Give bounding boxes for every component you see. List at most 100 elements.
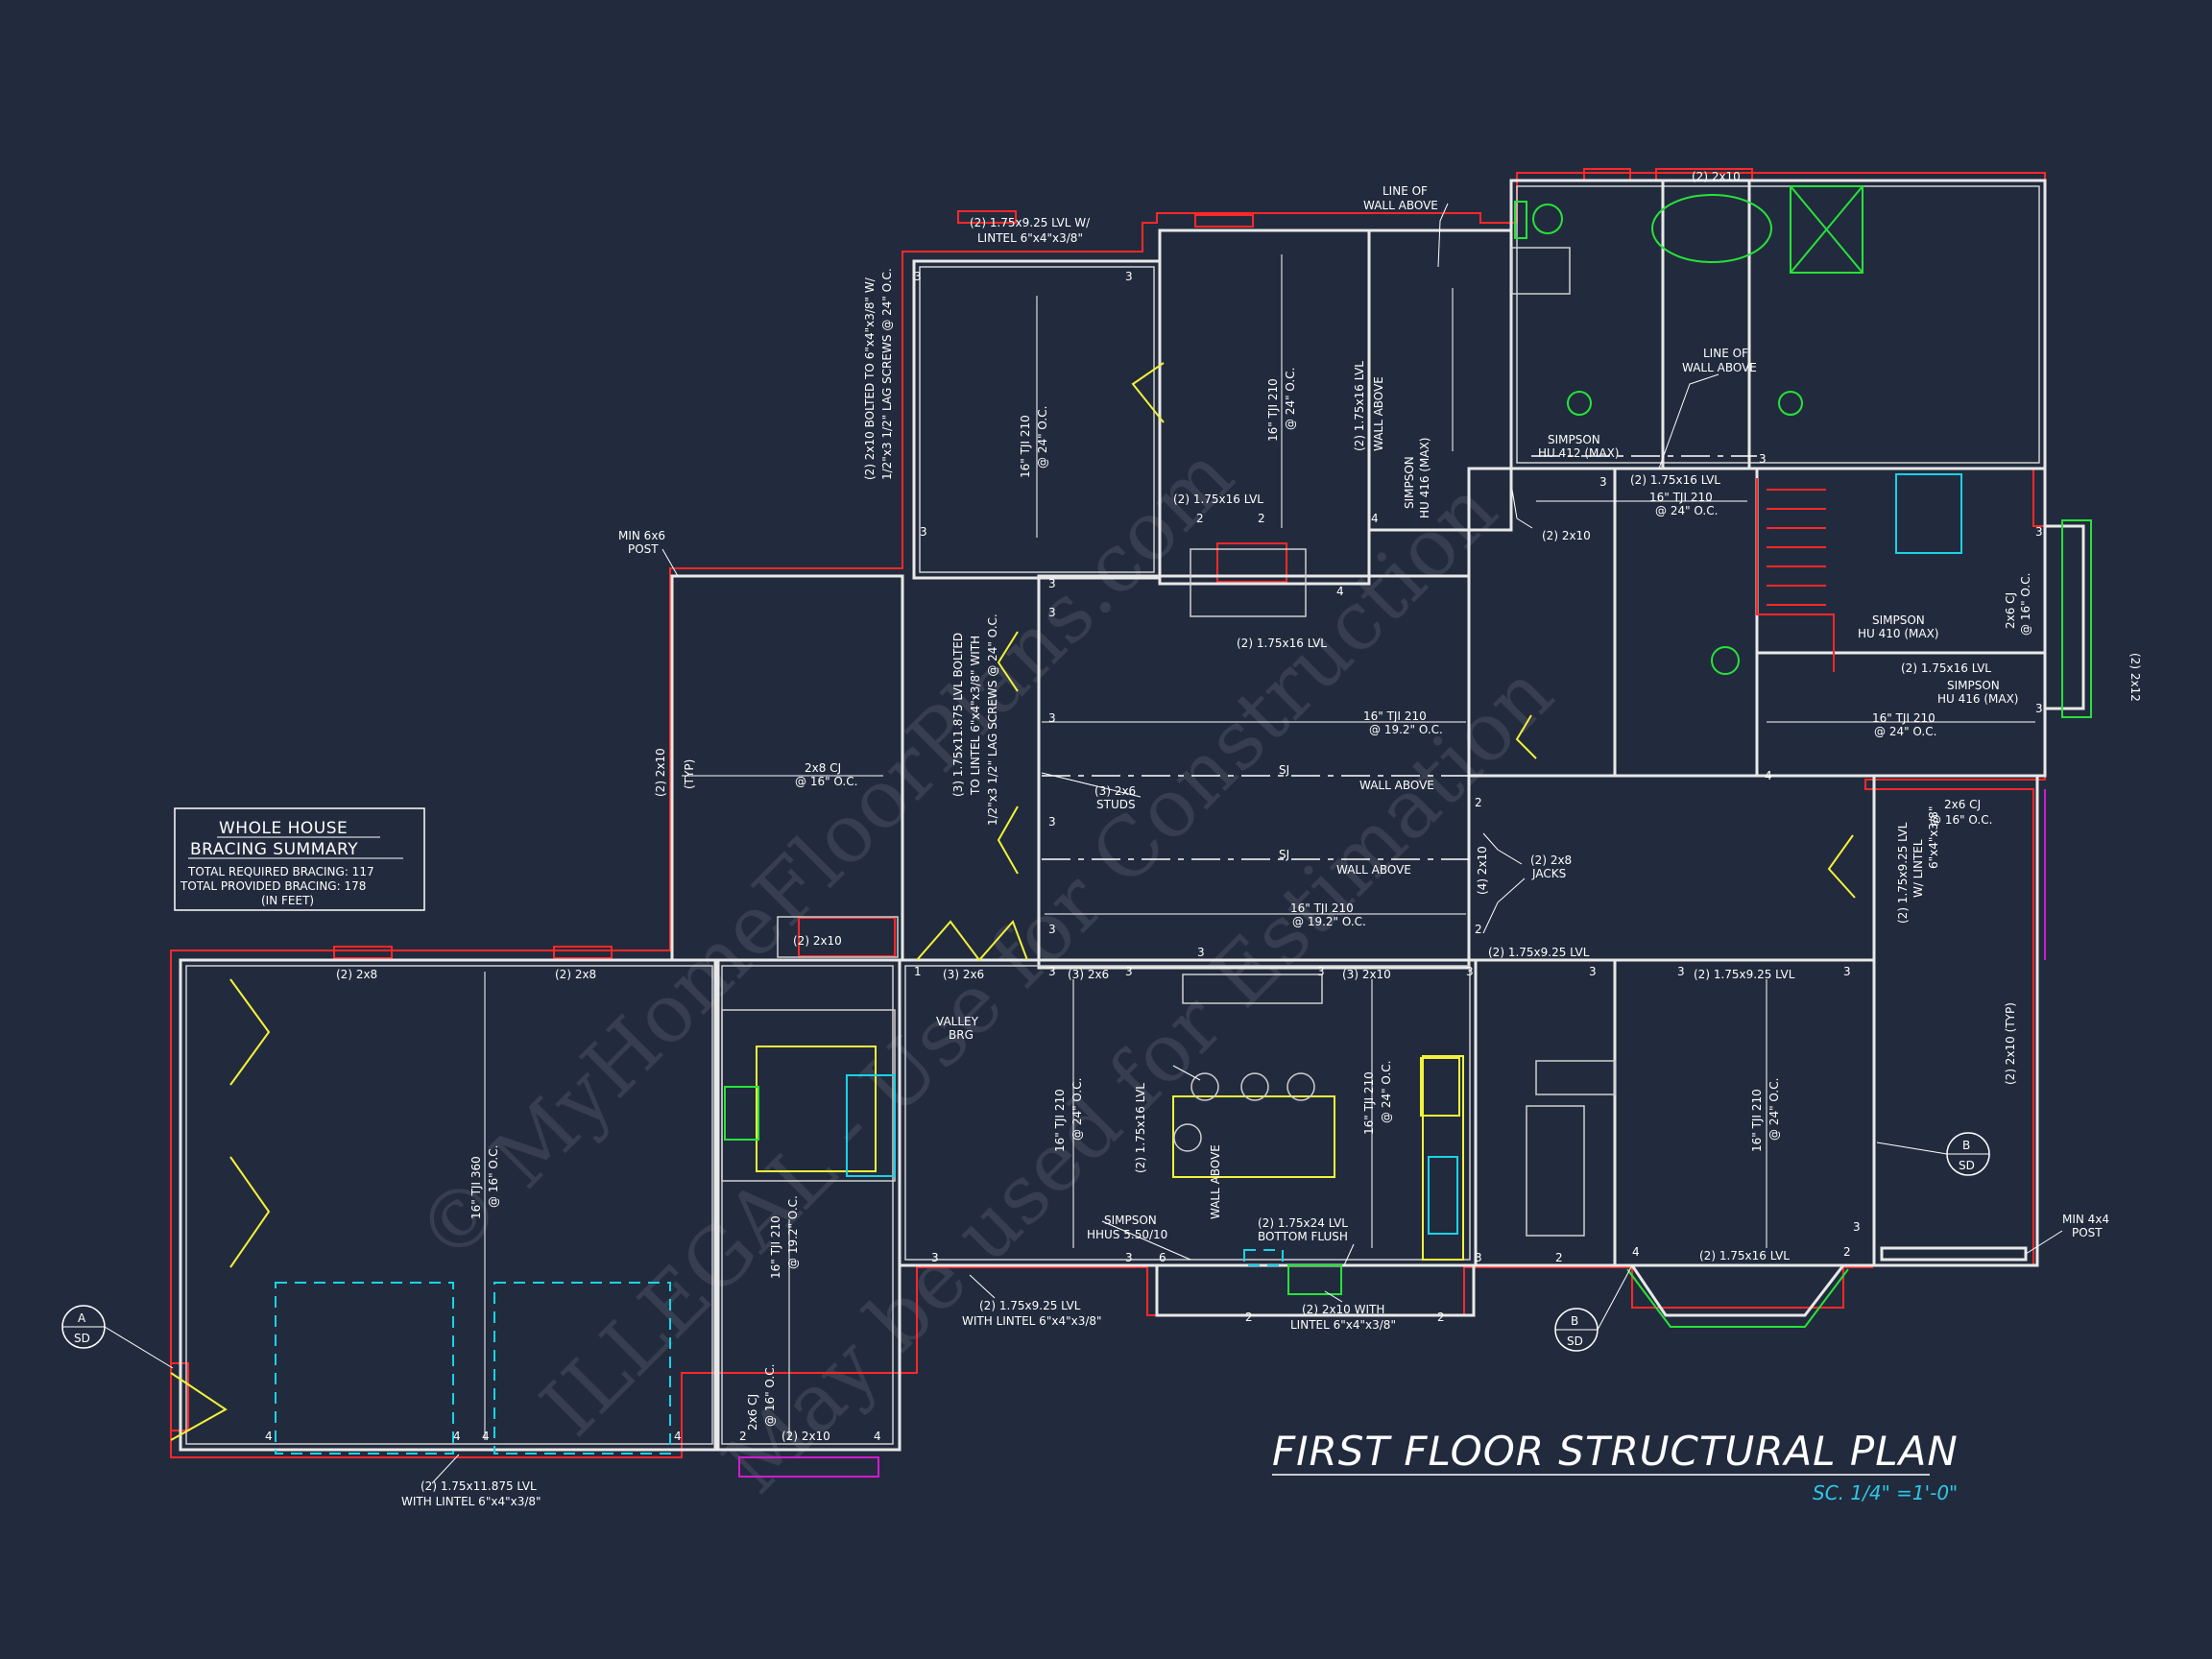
- plan-title: FIRST FLOOR STRUCTURAL PLAN: [1272, 1428, 1959, 1475]
- section-marker-b2-top: B: [1962, 1139, 1970, 1152]
- svg-text:3: 3: [1475, 1251, 1482, 1264]
- svg-text:2: 2: [1196, 512, 1204, 525]
- svg-text:4: 4: [1371, 512, 1379, 525]
- callout: 2x6 CJ: [746, 1394, 759, 1431]
- callout: (2) 1.75x9.25 LVL: [1694, 968, 1795, 981]
- svg-text:3: 3: [1048, 815, 1056, 829]
- section-marker-b2-bottom: SD: [1959, 1159, 1975, 1172]
- svg-text:2: 2: [1258, 512, 1265, 525]
- joist-lines: [484, 254, 2035, 1440]
- svg-text:4: 4: [1765, 769, 1772, 782]
- callout: W/ LINTEL: [1911, 839, 1925, 898]
- section-marker-a-top: A: [78, 1311, 86, 1325]
- svg-text:3: 3: [1048, 965, 1056, 978]
- callout: (2) 2x12: [2128, 653, 2142, 702]
- callout: (TYP): [683, 759, 696, 789]
- svg-text:2: 2: [1475, 796, 1482, 809]
- svg-text:3: 3: [2035, 702, 2043, 715]
- callout: (2) 1.75x16 LVL: [1630, 473, 1720, 487]
- callout: BOTTOM FLUSH: [1258, 1230, 1348, 1243]
- callout: @ 16" O.C.: [487, 1145, 500, 1208]
- callout: 6"x4"x3/8": [1927, 806, 1940, 869]
- svg-text:4: 4: [674, 1430, 682, 1443]
- svg-text:3: 3: [1048, 711, 1056, 725]
- callout: 16" TJI 210: [769, 1215, 782, 1279]
- callout: @ 24" O.C.: [1767, 1078, 1781, 1141]
- svg-text:2: 2: [739, 1430, 747, 1443]
- callout: 2x8 CJ: [805, 761, 841, 775]
- title-block: FIRST FLOOR STRUCTURAL PLAN SC. 1/4" =1'…: [1272, 1428, 1959, 1504]
- callout: (3) 2x6: [1068, 968, 1109, 981]
- callout: BRG: [949, 1028, 974, 1042]
- callout: 16" TJI 210: [1363, 709, 1427, 723]
- bracing-unit: (IN FEET): [261, 894, 314, 907]
- svg-text:3: 3: [1125, 1251, 1133, 1264]
- callout: @ 16" O.C.: [795, 775, 857, 788]
- callout: 1/2"x3 1/2" LAG SCREWS @ 24" O.C.: [986, 613, 999, 826]
- callout: (2) 2x8: [1530, 854, 1572, 867]
- leader-lines: [431, 203, 2063, 1484]
- callout: (3) 2x6: [943, 968, 984, 981]
- svg-text:3: 3: [1466, 965, 1474, 978]
- callout: (2) 1.75x9.25 LVL: [979, 1299, 1081, 1312]
- svg-text:3: 3: [1759, 452, 1767, 466]
- svg-text:2: 2: [1475, 923, 1482, 936]
- plan-scale: SC. 1/4" =1'-0": [1813, 1481, 1958, 1504]
- callout: LINTEL 6"x4"x3/8": [977, 231, 1083, 245]
- callout: (2) 2x10 (TYP): [2004, 1002, 2017, 1085]
- svg-text:3: 3: [914, 270, 922, 283]
- fixtures: [275, 185, 1962, 1455]
- callout: 16" TJI 210: [1872, 711, 1936, 725]
- svg-text:3: 3: [920, 525, 927, 539]
- svg-text:4: 4: [1336, 585, 1344, 598]
- callout: LINE OF: [1382, 184, 1428, 198]
- bracing-summary: WHOLE HOUSE BRACING SUMMARY TOTAL REQUIR…: [174, 807, 425, 911]
- callout: 16" TJI 210: [1649, 491, 1713, 504]
- svg-text:3: 3: [1048, 923, 1056, 936]
- callout: @ 16" O.C.: [2019, 573, 2032, 636]
- svg-text:2: 2: [1555, 1251, 1563, 1264]
- callout: (2) 2x10: [793, 934, 842, 948]
- bracing-provided: TOTAL PROVIDED BRACING: 178: [180, 879, 366, 893]
- callout: (2) 1.75x16 LVL: [1134, 1083, 1147, 1173]
- callout: WITH LINTEL 6"x4"x3/8": [962, 1314, 1102, 1328]
- svg-text:3: 3: [1599, 475, 1607, 489]
- callout: JACKS: [1531, 867, 1566, 880]
- callout: 16" TJI 210: [1053, 1089, 1067, 1152]
- callout: SIMPSON: [1104, 1214, 1157, 1227]
- callout: @ 16" O.C.: [1930, 813, 1992, 827]
- callout: 16" TJI 210: [1290, 902, 1354, 915]
- callout: 1/2"x3 1/2" LAG SCREWS @ 24" O.C.: [880, 268, 894, 480]
- svg-text:4: 4: [482, 1430, 490, 1443]
- callout: @ 24" O.C.: [1655, 504, 1718, 517]
- svg-text:3: 3: [1317, 965, 1325, 978]
- callout: WITH LINTEL 6"x4"x3/8": [401, 1495, 541, 1508]
- svg-text:2: 2: [1245, 1310, 1253, 1324]
- callout: @ 19.2" O.C.: [786, 1195, 800, 1269]
- callout: (2) 1.75x16 LVL: [1237, 637, 1327, 650]
- callout: 16" TJI 210: [1019, 415, 1032, 478]
- svg-text:3: 3: [1048, 577, 1056, 590]
- callout: HU 416 (MAX): [1418, 438, 1431, 519]
- callout: 16" TJI 210: [1266, 378, 1280, 442]
- callouts: (2) 1.75x9.25 LVL W/ LINTEL 6"x4"x3/8" L…: [336, 170, 2142, 1508]
- callout: WALL ABOVE: [1359, 779, 1434, 792]
- callout: SIMPSON: [1548, 433, 1600, 446]
- callout: WALL ABOVE: [1363, 199, 1438, 212]
- callout: SIMPSON: [1403, 456, 1416, 509]
- callout: WALL ABOVE: [1209, 1144, 1222, 1219]
- svg-text:3: 3: [2035, 525, 2043, 539]
- callout: (2) 1.75x9.25 LVL W/: [970, 216, 1091, 229]
- callout: (2) 2x8: [336, 968, 377, 981]
- callout: (2) 1.75x16 LVL: [1901, 661, 1991, 675]
- callout: SIMPSON: [1947, 679, 2000, 692]
- callout: (2) 2x10: [1542, 529, 1591, 542]
- svg-text:3: 3: [931, 1251, 939, 1264]
- callout: (4) 2x10: [1476, 846, 1489, 895]
- svg-text:4: 4: [265, 1430, 273, 1443]
- svg-text:1: 1: [914, 965, 922, 978]
- callout: HHUS 5.50/10: [1087, 1228, 1167, 1241]
- callout: (2) 1.75x9.25 LVL: [1488, 946, 1590, 959]
- callout: STUDS: [1096, 798, 1136, 811]
- section-marker-a-bottom: SD: [74, 1332, 90, 1345]
